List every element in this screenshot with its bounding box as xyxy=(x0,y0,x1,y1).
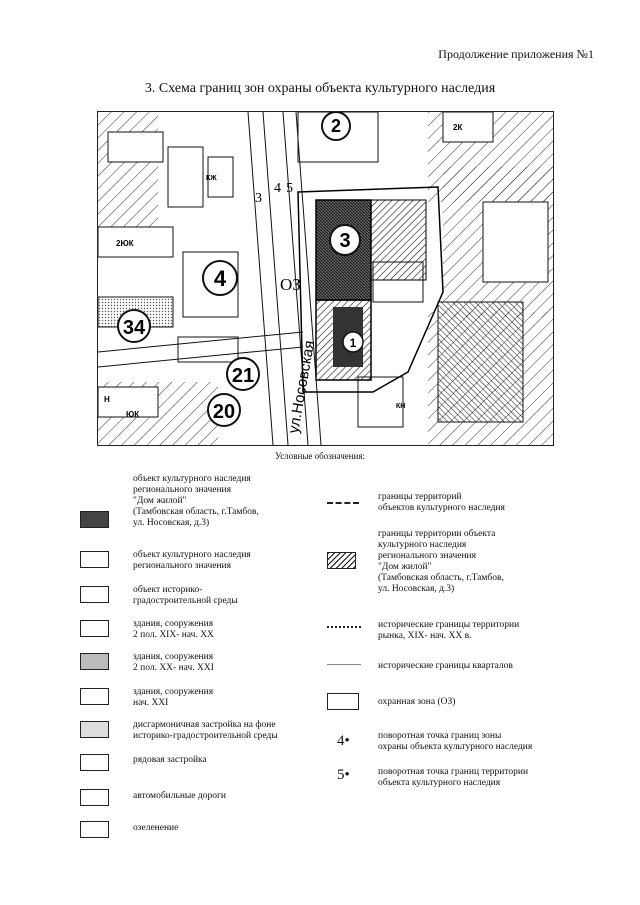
block-number-34: 34 xyxy=(117,309,151,343)
legend-swatch-greenery xyxy=(80,821,109,838)
block-number-1: 1 xyxy=(342,331,364,353)
object-secondary xyxy=(370,199,427,281)
block-number-20-label: 20 xyxy=(213,401,235,423)
label-yuk: ЮК xyxy=(126,410,139,419)
legend-swatch-buildings-19c xyxy=(80,620,109,637)
header-note: Продолжение приложения №1 xyxy=(438,47,594,61)
legend-line-market-boundary xyxy=(327,626,361,628)
legend-left-8: рядовая застройка xyxy=(133,755,207,765)
point-5: 5 xyxy=(286,181,293,196)
legend-title: Условные обозначения: xyxy=(274,451,365,461)
label-2yuk: 2ЮК xyxy=(116,239,134,248)
legend-swatch-roads xyxy=(80,789,109,806)
protection-zone-boundary xyxy=(297,186,444,393)
block-number-21: 21 xyxy=(226,357,260,391)
legend-left-5: здания, сооружения 2 пол. XX- нач. XXI xyxy=(133,652,214,673)
hatched-block-top-left xyxy=(98,112,158,227)
street-label: ул.Носовская xyxy=(285,339,318,434)
legend-left-10: озеленение xyxy=(133,823,179,833)
legend-right-3: исторические границы территории рынка, X… xyxy=(378,620,520,641)
legend-left-4: здания, сооружения 2 пол. XIX- нач. XX xyxy=(133,619,214,640)
zone-label: ОЗ xyxy=(280,275,301,294)
block-number-4-label: 4 xyxy=(214,266,227,291)
label-2k: 2К xyxy=(453,123,462,132)
label-kn: КН xyxy=(396,403,405,410)
legend-swatch-ordinary-buildings xyxy=(80,754,109,771)
block-number-4: 4 xyxy=(202,260,238,296)
legend-right-5: охранная зона (ОЗ) xyxy=(378,697,456,707)
block-number-21-label: 21 xyxy=(232,365,254,387)
block-number-2: 2 xyxy=(321,112,351,141)
legend-left-3: объект историко- градостроительной среды xyxy=(133,585,238,606)
legend-right-1: границы территорий объектов культурного … xyxy=(378,492,505,513)
legend-swatch-object-territory xyxy=(327,552,356,569)
legend-left-2: объект культурного наследия региональног… xyxy=(133,550,251,571)
legend-marker-zone-point: 4• xyxy=(337,733,350,749)
protection-zone-map: 2 3 4 34 21 20 1 ОЗ 3 4 5 2ЮК 2К Н ЮК КЖ… xyxy=(97,111,554,446)
point-4: 4 xyxy=(274,181,281,196)
block-number-3: 3 xyxy=(329,224,361,256)
legend-left-1: объект культурного наследия региональног… xyxy=(133,474,259,528)
block-number-3-label: 3 xyxy=(339,230,350,252)
legend-swatch-protection-zone xyxy=(327,693,359,710)
label-h: Н xyxy=(104,395,110,404)
legend-swatch-buildings-20c xyxy=(80,653,109,670)
legend-left-7: дисгармоничная застройка на фоне историк… xyxy=(133,720,278,741)
legend-right-6: поворотная точка границ зоны охраны объе… xyxy=(378,731,533,752)
block-number-34-label: 34 xyxy=(123,317,146,339)
legend-swatch-regional-object xyxy=(80,551,109,568)
legend-left-9: автомобильные дороги xyxy=(133,791,226,801)
label-kzh: КЖ xyxy=(206,175,217,182)
block-number-2-label: 2 xyxy=(331,116,341,136)
legend-swatch-disharmonious xyxy=(80,721,109,738)
page-title: 3. Схема границ зон охраны объекта культ… xyxy=(144,81,496,96)
legend-right-7: поворотная точка границ территории объек… xyxy=(378,767,529,788)
legend-swatch-buildings-21c xyxy=(80,688,109,705)
legend-line-heritage-territory xyxy=(327,502,359,504)
block-number-20: 20 xyxy=(207,393,241,427)
legend-right-4: исторические границы кварталов xyxy=(378,661,513,671)
block-number-1-label: 1 xyxy=(350,336,357,350)
legend-right-2: границы территории объекта культурного н… xyxy=(378,529,504,594)
legend-left-6: здания, сооружения нач. XXI xyxy=(133,687,214,708)
legend-marker-territory-point: 5• xyxy=(337,767,350,783)
point-3: 3 xyxy=(255,191,262,206)
legend-swatch-object-dom xyxy=(80,511,109,528)
legend-line-quarter-boundary xyxy=(327,664,361,665)
legend-swatch-historic-environment xyxy=(80,586,109,603)
